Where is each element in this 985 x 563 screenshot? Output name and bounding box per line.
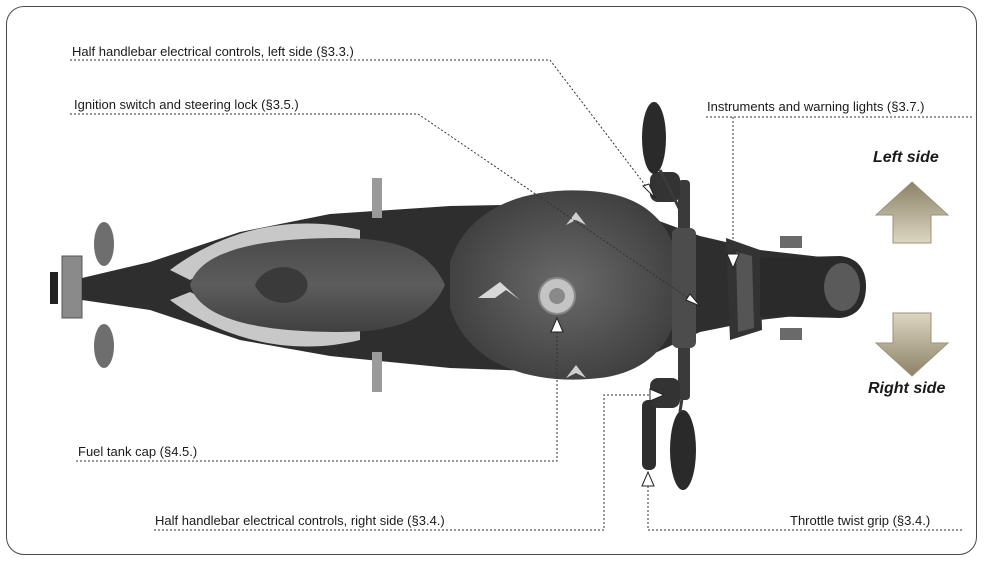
arrowhead-throttle (642, 472, 654, 486)
leader-right-controls (154, 395, 660, 530)
label-instruments: Instruments and warning lights (§3.7.) (707, 99, 925, 114)
leader-left-controls (70, 60, 655, 198)
label-left-side: Left side (873, 149, 939, 167)
left-side-arrow-icon (876, 182, 948, 243)
label-right-side: Right side (868, 380, 945, 398)
right-side-arrow-icon (876, 313, 948, 376)
label-left-controls: Half handlebar electrical controls, left… (72, 44, 354, 59)
label-right-controls: Half handlebar electrical controls, righ… (155, 513, 445, 528)
motorcycle-body (50, 102, 866, 490)
label-ignition: Ignition switch and steering lock (§3.5.… (74, 97, 299, 112)
label-fuel-cap: Fuel tank cap (§4.5.) (78, 444, 197, 459)
label-throttle: Throttle twist grip (§3.4.) (790, 513, 930, 528)
